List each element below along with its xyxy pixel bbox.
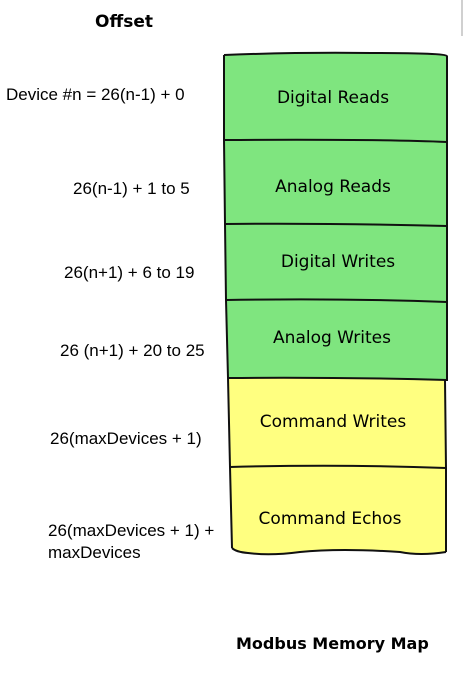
block-outlines — [223, 51, 448, 556]
block-label-analog-reads: Analog Reads — [275, 177, 391, 197]
offset-header: Offset — [95, 12, 153, 32]
block-digital-writes — [225, 223, 447, 302]
diagram-caption: Modbus Memory Map — [236, 634, 429, 653]
block-label-command-echos: Command Echos — [259, 509, 402, 529]
block-label-digital-reads: Digital Reads — [277, 88, 389, 108]
block-command-echos — [230, 465, 446, 555]
offset-label-command-writes: 26(maxDevices + 1) — [50, 429, 202, 448]
block-analog-reads — [224, 139, 447, 226]
block-command-writes — [228, 377, 446, 468]
block-analog-writes — [226, 299, 447, 380]
offset-label-command-echos-line2: maxDevices — [48, 543, 141, 562]
offset-label-command-echos-line1: 26(maxDevices + 1) + — [48, 521, 215, 540]
offset-label-analog-reads: 26(n-1) + 1 to 5 — [73, 179, 190, 198]
block-label-analog-writes: Analog Writes — [273, 328, 391, 348]
block-digital-reads — [224, 52, 447, 142]
block-label-command-writes: Command Writes — [260, 412, 407, 432]
block-label-digital-writes: Digital Writes — [281, 252, 395, 272]
offset-label-digital-reads: Device #n = 26(n-1) + 0 — [6, 85, 185, 104]
offset-label-analog-writes: 26 (n+1) + 20 to 25 — [60, 341, 205, 360]
offset-label-digital-writes: 26(n+1) + 6 to 19 — [64, 263, 195, 282]
edge-line — [461, 0, 463, 36]
